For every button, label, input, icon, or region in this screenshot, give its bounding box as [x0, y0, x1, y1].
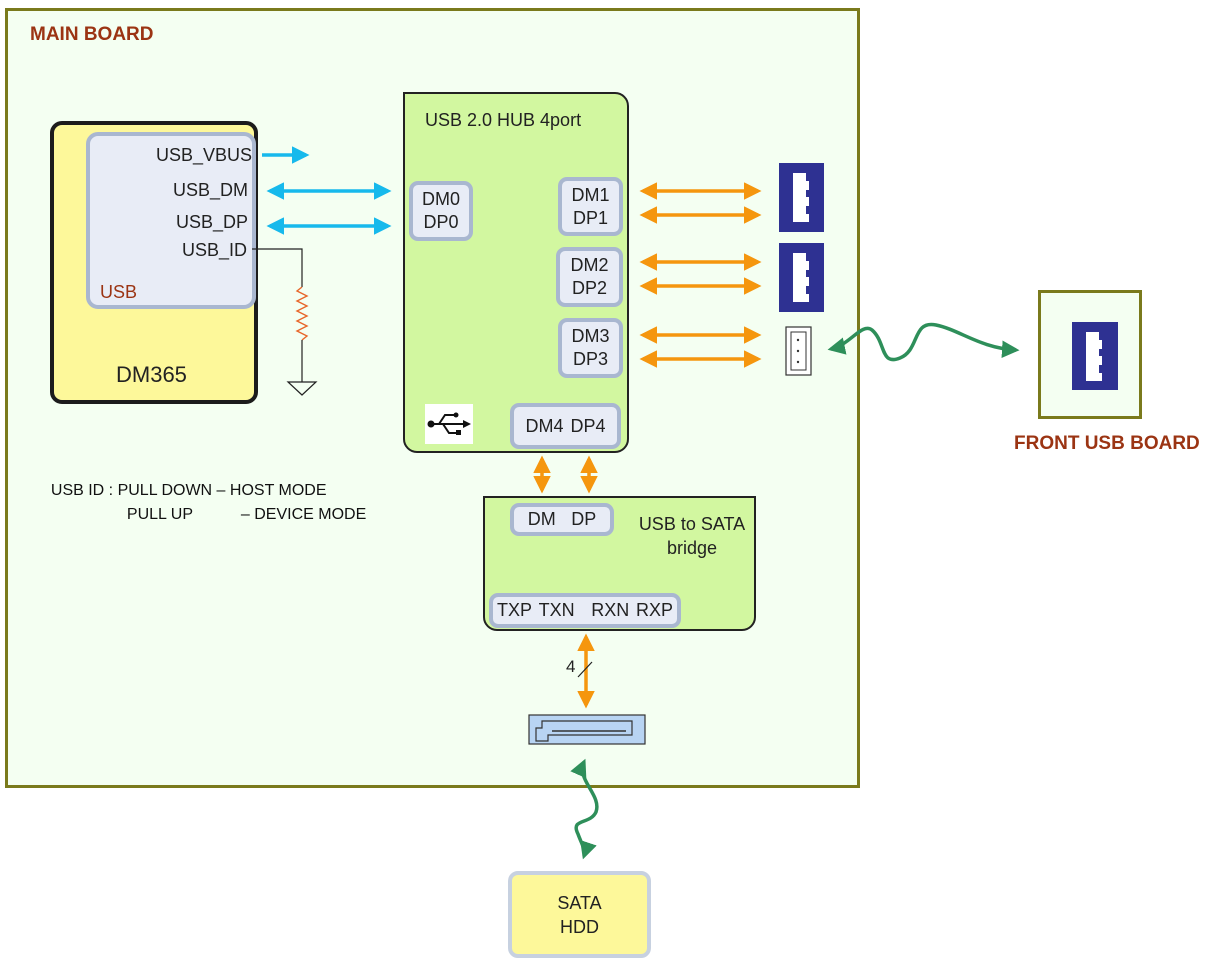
sata-connector: [528, 714, 646, 745]
pull-down-resistor: [252, 248, 309, 382]
note-pull-up: PULL UP: [126, 506, 193, 523]
pin-usb-id: USB_ID: [181, 240, 247, 260]
usb-id-note-line2: PULL UP: [118, 479, 193, 527]
hub-dm1: DM1: [571, 184, 610, 205]
note-device-mode: – DEVICE MODE: [240, 506, 367, 523]
hub-dp3: DP3: [572, 349, 608, 369]
hub-port-2: DM2 DP2: [556, 247, 623, 307]
hub-dp1: DP1: [572, 207, 608, 228]
hdd-cable-arrow: [570, 758, 599, 860]
hub-port-3: DM3 DP3: [558, 318, 623, 378]
bridge-rxn: RXN: [591, 600, 630, 620]
note-prefix: USB ID :: [50, 482, 118, 499]
usb-connector-1: [779, 163, 824, 232]
hub-title: USB 2.0 HUB 4port: [425, 110, 582, 130]
dm365-label: DM365: [116, 362, 187, 387]
front-usb-connector: [1072, 322, 1118, 390]
pin-usb-dm: USB_DM: [172, 180, 248, 200]
bridge-txn: TXN: [538, 600, 575, 620]
note-host-mode: – HOST MODE: [212, 482, 327, 499]
hdd-line1: SATA: [557, 892, 602, 913]
pin-usb-vbus: USB_VBUS: [155, 145, 252, 165]
hub-dm4: DM4: [525, 415, 564, 436]
bridge-title-line1: USB to SATA: [638, 514, 746, 534]
hdd-line2: HDD: [560, 916, 599, 937]
pin-usb-dp: USB_DP: [175, 212, 248, 232]
note-pull-down: PULL DOWN: [117, 482, 213, 499]
bridge-rxp: RXP: [635, 600, 673, 620]
pin-header-connector: [785, 326, 812, 376]
hub-port-4: DM4 DP4: [510, 403, 621, 449]
usb-id-note: USB ID : PULL DOWN – HOST MODE: [42, 455, 327, 503]
hub-dm2: DM2: [570, 255, 609, 275]
hub-dp0: DP0: [423, 212, 459, 232]
hub-dp4: DP4: [570, 415, 606, 436]
bridge-dm: DM: [527, 509, 556, 529]
bridge-usb-port: DM DP: [510, 503, 614, 536]
usb-trident-icon: [425, 404, 473, 444]
hub-upstream-port: DM0 DP0: [409, 181, 473, 241]
bus-width-slash: [577, 661, 593, 678]
bridge-dp: DP: [571, 509, 597, 529]
main-board-title: MAIN BOARD: [30, 24, 154, 45]
bridge-title: USB to SATA bridge: [626, 512, 758, 560]
hub-dp2: DP2: [571, 278, 607, 298]
bridge-sata-port: TXP TXN RXN RXP: [489, 593, 681, 628]
hub-port-1: DM1 DP1: [558, 177, 623, 236]
front-cable-arrow: [827, 322, 1020, 362]
dm365-usb-block: [86, 132, 256, 309]
usb-connector-2: [779, 243, 824, 312]
bridge-txp: TXP: [497, 600, 533, 620]
hub-dm3: DM3: [571, 326, 610, 346]
usb-id-note-line2-mode: – DEVICE MODE: [232, 479, 366, 527]
bridge-title-line2: bridge: [666, 538, 718, 558]
bus-width-label: 4: [566, 657, 576, 676]
hub-dm0: DM0: [421, 189, 460, 209]
sata-hdd-block: SATA HDD: [508, 871, 651, 958]
ground-icon: [286, 381, 318, 396]
front-board-title: FRONT USB BOARD: [1014, 433, 1200, 454]
usb-block-label: USB: [100, 282, 138, 302]
